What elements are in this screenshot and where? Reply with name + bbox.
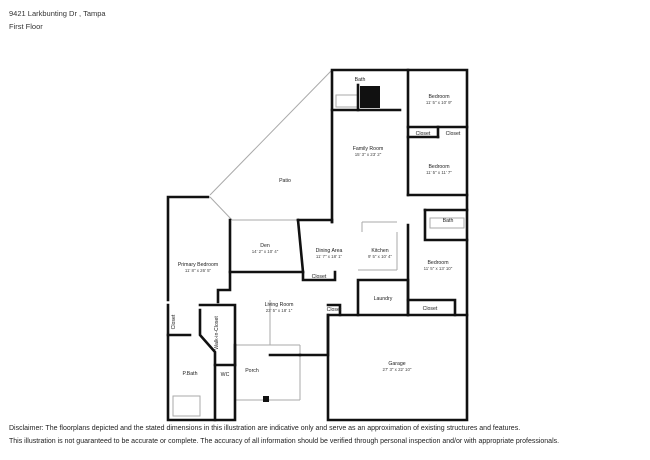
address-title: 9421 Larkbunting Dr , Tampa bbox=[9, 9, 106, 18]
room-dining-area-dims: 11' 7" x 18' 1" bbox=[316, 254, 343, 259]
porch-column bbox=[263, 396, 269, 402]
room-bedroom-2-dims: 11' 5" x 11' 7" bbox=[426, 170, 452, 175]
room-primary-bedroom: Primary Bedroom bbox=[178, 262, 218, 268]
room-den-dims: 14' 2" x 10' 4" bbox=[252, 249, 279, 254]
walls bbox=[166, 68, 469, 422]
thin-lines bbox=[172, 69, 465, 417]
room-closet-1: Closet bbox=[416, 131, 431, 137]
room-family-room-dims: 15' 3" x 23' 2" bbox=[355, 152, 382, 157]
room-bath-upper: Bath bbox=[355, 77, 366, 83]
room-living-room-dims: 23' 5" x 18' 1" bbox=[266, 308, 293, 313]
room-closet-2: Closet bbox=[446, 131, 461, 137]
room-living-room: Living Room bbox=[265, 302, 294, 308]
room-kitchen: Kitchen bbox=[371, 248, 388, 254]
disclaimer-line-2: This illustration is not guaranteed to b… bbox=[9, 438, 560, 445]
room-family-room: Family Room bbox=[353, 146, 384, 152]
room-bath-2: Bath bbox=[443, 218, 454, 224]
room-bedroom-3: Bedroom bbox=[427, 260, 448, 266]
disclaimer-line-1: Disclaimer: The floorplans depicted and … bbox=[9, 425, 521, 432]
room-den: Den bbox=[260, 243, 270, 249]
room-bedroom-3-dims: 11' 5" x 13' 10" bbox=[424, 266, 453, 271]
room-kitchen-dims: 9' 5" x 10' 4" bbox=[368, 254, 393, 259]
room-primary-bedroom-dims: 11' 8" x 26' 5" bbox=[185, 268, 212, 273]
room-garage: Garage bbox=[388, 361, 405, 367]
room-closet-bedroom-3: Closet bbox=[423, 306, 438, 312]
room-porch: Porch bbox=[245, 368, 259, 374]
fireplace-block bbox=[360, 86, 380, 108]
room-bedroom-1: Bedroom bbox=[428, 94, 449, 100]
room-bedroom-1-dims: 11' 5" x 10' 9" bbox=[426, 100, 453, 105]
room-laundry: Laundry bbox=[374, 296, 393, 302]
room-bedroom-2: Bedroom bbox=[428, 164, 449, 170]
room-closet-dining: Closet bbox=[312, 274, 327, 280]
room-wc: WC bbox=[221, 372, 230, 378]
room-walk-in-closet: Walk-in-Closet bbox=[214, 316, 220, 350]
room-labels: Bath Bedroom 11' 5" x 10' 9" Closet Clos… bbox=[171, 77, 461, 378]
room-patio: Patio bbox=[279, 178, 291, 184]
room-closet-entry: Closet bbox=[327, 307, 342, 313]
room-dining-area: Dining Area bbox=[316, 248, 343, 254]
room-p-bath: P.Bath bbox=[183, 371, 198, 377]
room-garage-dims: 27' 3" x 22' 10" bbox=[383, 367, 412, 372]
room-closet-primary: Closet bbox=[171, 314, 177, 329]
floor-label: First Floor bbox=[9, 22, 43, 31]
